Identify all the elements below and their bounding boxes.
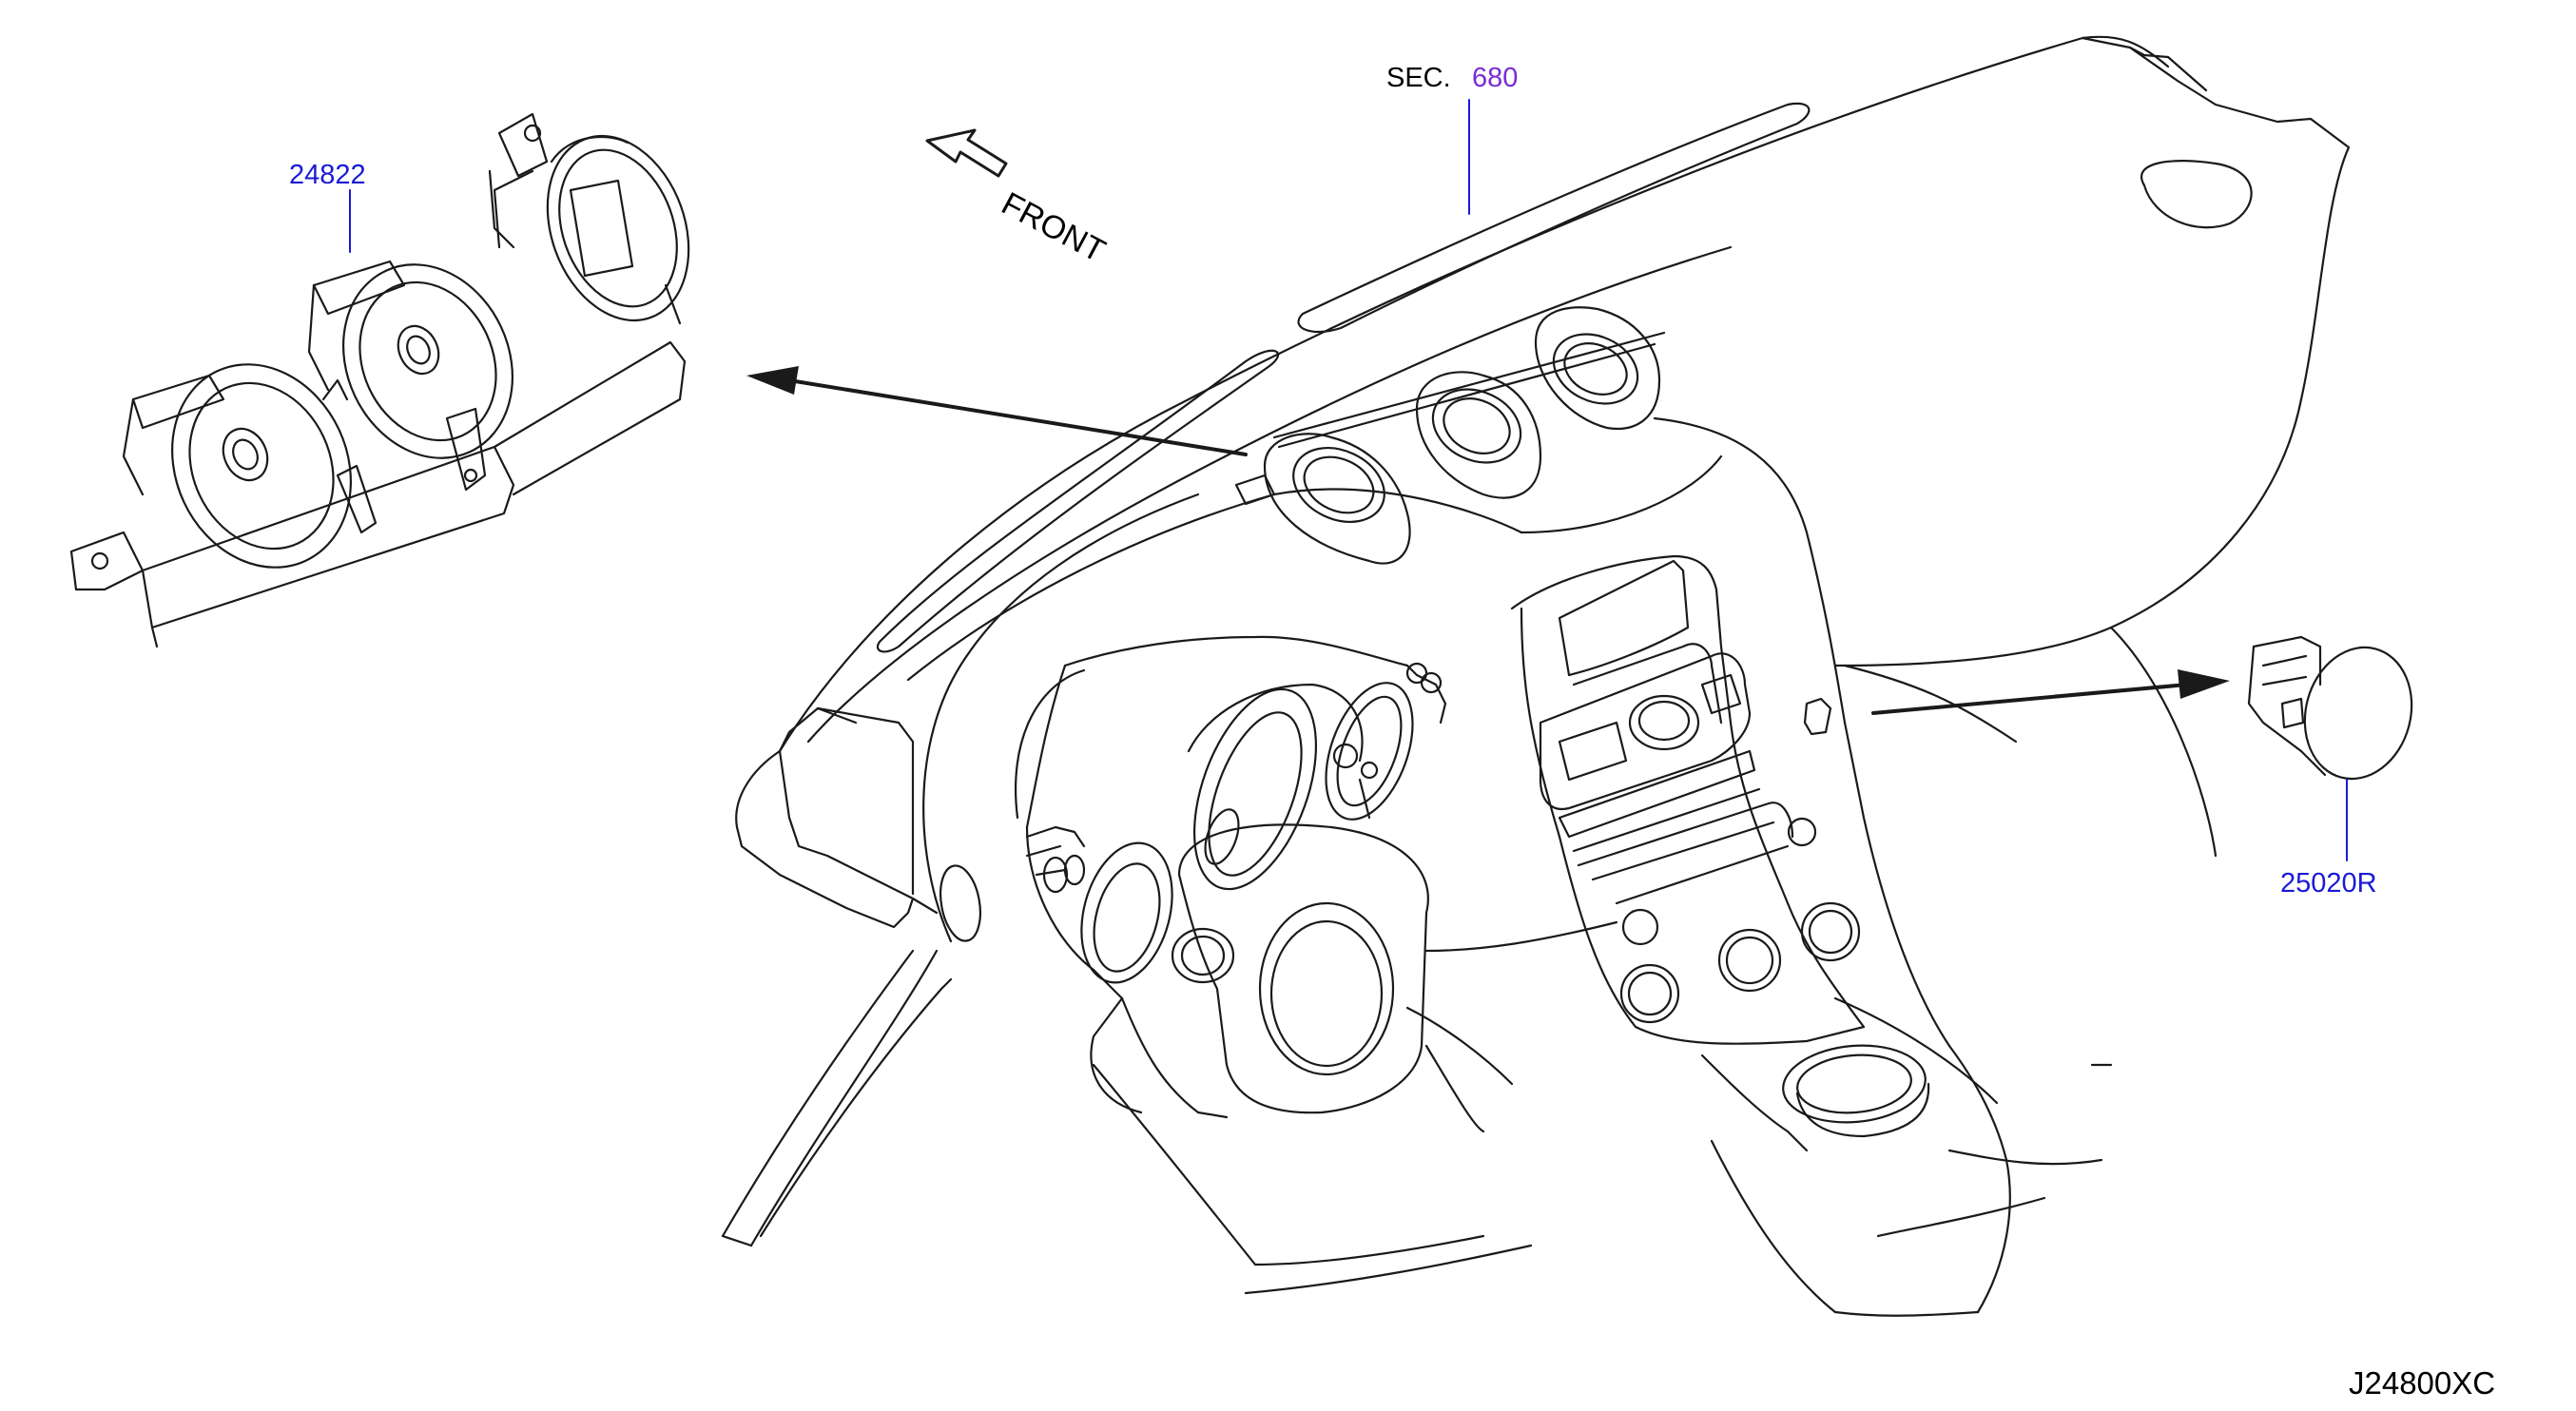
push-switch-25020R [2247, 635, 2413, 781]
dashboard-illustration [721, 35, 2351, 1317]
pointer-arrow-head-right-icon [2178, 669, 2230, 699]
installed-switch-cluster [1234, 306, 1666, 565]
switch-assembly-24822 [69, 112, 690, 648]
part-callout-25020R[interactable]: 25020R [2280, 868, 2377, 899]
section-ref-number[interactable]: 680 [1472, 63, 1519, 93]
diagram-code: J24800XC [2349, 1365, 2496, 1401]
section-ref-prefix: SEC. [1386, 63, 1451, 93]
front-arrow-icon [925, 128, 1008, 178]
pointer-arrow-head-left-icon [746, 366, 799, 395]
pointer-arrow-icon [787, 378, 2189, 715]
part-callout-24822[interactable]: 24822 [289, 160, 366, 190]
